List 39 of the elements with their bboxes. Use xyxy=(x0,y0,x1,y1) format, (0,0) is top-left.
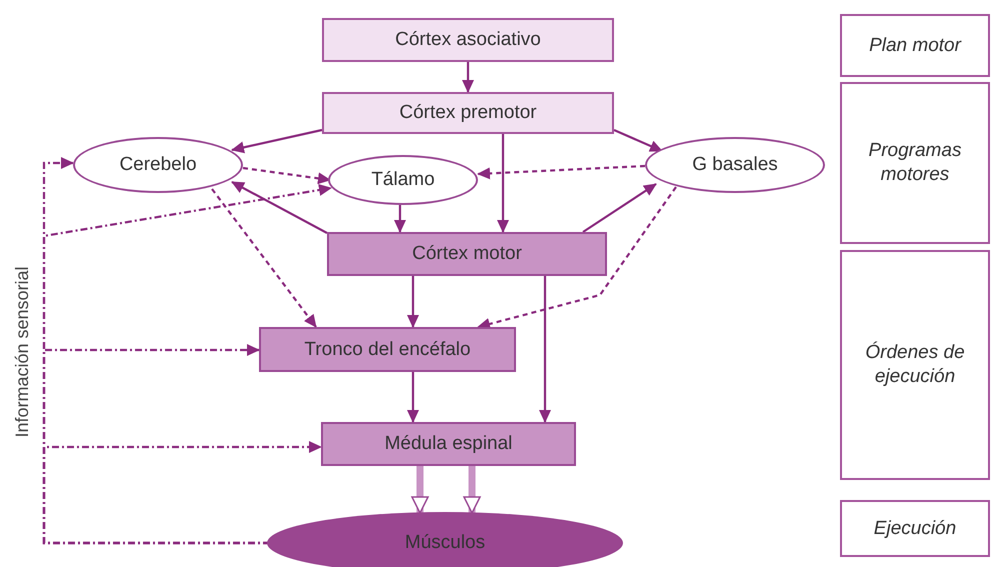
process-box xyxy=(321,422,576,466)
stage-box xyxy=(840,500,990,557)
stage-box xyxy=(840,14,990,77)
node-label: Cerebelo xyxy=(119,153,197,177)
process-box xyxy=(327,232,607,276)
arrow xyxy=(231,181,328,234)
process-box xyxy=(259,327,516,372)
arrow xyxy=(231,128,322,154)
process-box xyxy=(322,92,614,134)
node-label: Tronco del encéfalo xyxy=(304,338,471,362)
stage-box xyxy=(840,250,990,480)
node-label: G basales xyxy=(692,153,778,177)
arrow xyxy=(497,133,509,233)
node-label: Médula espinal xyxy=(384,432,512,456)
stage-box xyxy=(840,82,990,244)
arrow xyxy=(407,276,419,328)
node-label: Córtex asociativo xyxy=(395,28,541,52)
process-box xyxy=(322,18,614,62)
hollow-arrow xyxy=(463,466,481,514)
dashed-arrow xyxy=(477,186,677,330)
node-label: Músculos xyxy=(404,531,486,555)
node-label: Córtex motor xyxy=(412,242,522,266)
arrow xyxy=(582,183,657,233)
stage-label: Plan motor xyxy=(868,34,962,58)
arrow xyxy=(394,205,406,233)
node-label: Córtex premotor xyxy=(399,101,537,125)
axis-label: Información sensorial xyxy=(11,265,33,440)
arrow xyxy=(462,62,474,93)
arrow xyxy=(407,372,419,423)
hollow-arrow xyxy=(411,466,429,514)
dashed-arrow xyxy=(477,164,646,180)
stage-label: Programas motores xyxy=(868,139,962,187)
arrow xyxy=(614,129,663,152)
stage-label: Ejecución xyxy=(872,516,958,540)
arrow xyxy=(539,276,551,423)
stage-label: Órdenes de ejecución xyxy=(864,341,966,389)
dashed-arrow xyxy=(211,188,317,328)
dashed-arrow xyxy=(42,441,322,544)
node-label: Tálamo xyxy=(371,168,435,192)
